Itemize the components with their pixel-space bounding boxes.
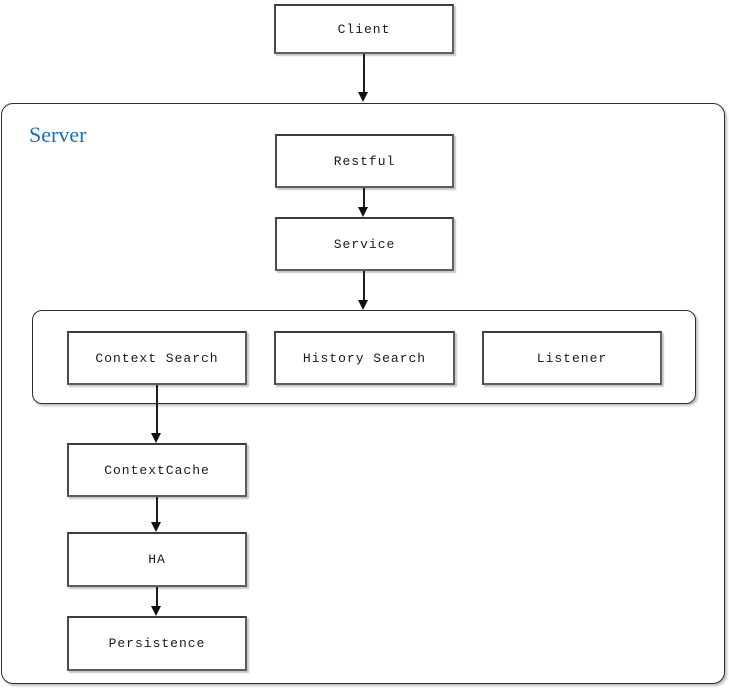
node-restful: Restful (275, 134, 454, 188)
arrow-shaft (156, 385, 158, 435)
container-server: Server Restful Service Context Search Hi… (1, 103, 725, 684)
node-service-label: Service (333, 236, 396, 252)
node-context-search: Context Search (67, 331, 247, 385)
node-restful-label: Restful (333, 153, 396, 169)
node-ha-label: HA (148, 552, 166, 567)
node-persistence: Persistence (67, 616, 247, 671)
arrow-ha-to-persistence (151, 587, 162, 616)
arrow-shaft (363, 54, 365, 94)
node-context-cache: ContextCache (67, 443, 247, 497)
arrow-head-icon (151, 522, 161, 532)
container-search-group: Context Search History Search Listener (32, 310, 696, 404)
node-listener-label: Listener (536, 350, 608, 366)
arrow-shaft (363, 188, 365, 209)
arrow-client-to-server (358, 54, 369, 102)
arrow-head-icon (151, 433, 161, 443)
arrow-head-icon (358, 300, 368, 310)
arrow-head-icon (151, 606, 161, 616)
node-history-search-label: History Search (302, 350, 427, 366)
arrow-shaft (363, 271, 365, 302)
node-history-search: History Search (274, 331, 455, 385)
node-context-cache-label: ContextCache (104, 462, 210, 478)
node-persistence-label: Persistence (108, 636, 206, 651)
node-context-search-label: Context Search (95, 350, 219, 366)
server-label: Server (29, 122, 87, 147)
node-listener: Listener (482, 331, 662, 385)
arrow-head-icon (358, 92, 368, 102)
node-client-label: Client (337, 21, 391, 37)
arrow-shaft (156, 587, 158, 608)
arrow-context-search-to-context-cache (151, 385, 162, 443)
node-service: Service (275, 217, 454, 271)
arrow-context-cache-to-ha (151, 497, 162, 532)
node-client: Client (274, 4, 454, 54)
arrow-head-icon (358, 207, 368, 217)
arrow-service-to-search-group (358, 271, 369, 310)
arrow-restful-to-service (358, 188, 369, 217)
arrow-shaft (156, 497, 158, 524)
node-ha: HA (67, 532, 247, 587)
